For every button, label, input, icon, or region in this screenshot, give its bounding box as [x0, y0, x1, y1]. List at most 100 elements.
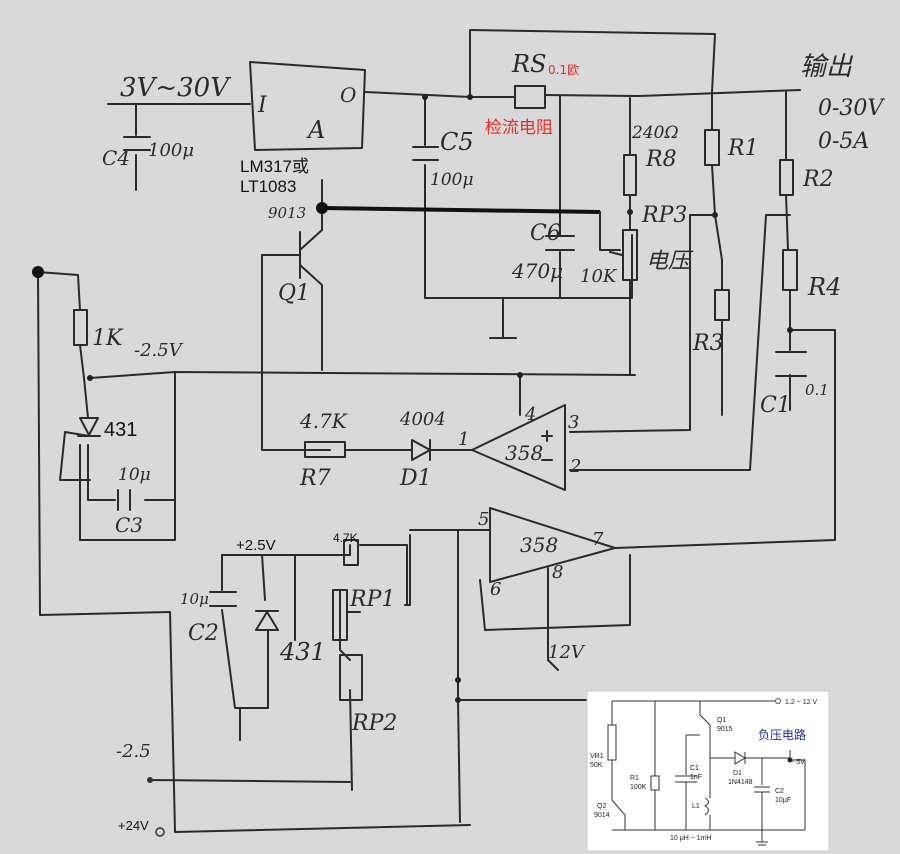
- label-output-current: 0-5A: [818, 129, 869, 154]
- label-c1-value: 0.1: [805, 381, 829, 399]
- wires: [37, 29, 836, 833]
- label-rs-value: 0.1欧: [548, 63, 579, 77]
- label-reg-adj: A: [306, 116, 325, 144]
- inset-l1: L1: [692, 803, 700, 810]
- label-q1: Q1: [278, 281, 310, 306]
- label-r7: R7: [299, 466, 331, 491]
- r1-resistor: [704, 129, 720, 166]
- label-reg-name-1: LM317或: [240, 157, 309, 176]
- c3-capacitor: [117, 489, 131, 511]
- inset-negative-voltage-circuit: 1.2 ~ 12 V - 5V 负压电路 Q1 9015 VR1 50K R1 …: [586, 690, 830, 852]
- rp3-potentiometer: [609, 229, 638, 281]
- inset-input: 1.2 ~ 12 V: [785, 699, 817, 706]
- inset-d1: D1: [733, 770, 742, 777]
- r-1k-resistor: [73, 309, 88, 346]
- label-r8: R8: [645, 147, 677, 172]
- label-rp3: RP3: [641, 203, 687, 228]
- c5-capacitor: [412, 146, 439, 161]
- label-supply-12v: 12V: [548, 642, 586, 663]
- label-neg-rail-top: -2.5V: [134, 340, 184, 361]
- label-r-47k-bottom: 4.7K: [333, 531, 358, 545]
- label-rp1: RP1: [349, 587, 395, 612]
- label-r4: R4: [807, 273, 841, 301]
- rs-resistor: [514, 85, 546, 109]
- label-output: 输出: [800, 52, 854, 82]
- label-r3: R3: [692, 331, 724, 356]
- r7-resistor: [304, 441, 346, 458]
- junction-dots: [32, 94, 793, 837]
- d1-diode: [411, 439, 431, 461]
- label-c2-value: 10μ: [180, 590, 209, 608]
- label-opamp-bottom: 358: [520, 533, 558, 557]
- label-supply-24v: +24V: [118, 818, 149, 833]
- label-d1: D1: [399, 466, 432, 491]
- r2-resistor: [779, 159, 794, 196]
- label-pin1: 1: [458, 429, 469, 450]
- label-reg-name-2: LT1083: [240, 177, 296, 196]
- label-reg-in: I: [257, 93, 268, 118]
- label-pin5: 5: [478, 509, 489, 530]
- inset-r1: R1: [630, 775, 639, 782]
- label-c6: C6: [530, 221, 561, 246]
- inset-d1-type: 1N4148: [728, 779, 753, 786]
- inset-vr1-value: 50K: [590, 762, 603, 769]
- label-neg-rail-bottom: -2.5: [116, 741, 151, 762]
- label-u431-top: 431: [104, 419, 137, 441]
- label-c4-value: 100μ: [148, 140, 194, 161]
- label-c3: C3: [115, 513, 143, 537]
- inset-l1-value: 10 μH ~ 1mH: [670, 835, 712, 842]
- inset-title: 负压电路: [758, 727, 806, 742]
- inset-vr1: VR1: [590, 753, 604, 760]
- rp1-potentiometer: [332, 589, 361, 641]
- label-r-1k: 1K: [92, 326, 124, 351]
- inset-output: - 5V: [792, 759, 805, 766]
- regulator-box: [249, 61, 366, 151]
- label-c4: C4: [102, 146, 130, 170]
- inset-q2-type: 9014: [594, 812, 610, 819]
- label-pos-ref: +2.5V: [236, 537, 276, 554]
- label-pin3: 3: [568, 412, 579, 433]
- label-reg-out: O: [340, 83, 356, 107]
- inset-q1: Q1: [717, 717, 726, 724]
- label-pin7: 7: [592, 529, 604, 550]
- inset-c2: C2: [775, 788, 784, 795]
- label-c2: C2: [188, 621, 219, 646]
- opamp-upper: [471, 404, 566, 491]
- tl431-top: [59, 417, 101, 481]
- label-output-voltage: 0-30V: [818, 96, 885, 121]
- label-pin2: 2: [569, 456, 581, 477]
- c4-capacitor: [123, 136, 151, 151]
- r3-resistor: [714, 289, 730, 321]
- rp2-potentiometer: [339, 654, 363, 701]
- inset-c2-value: 10μF: [775, 797, 791, 804]
- label-c6-value: 470μ: [511, 259, 563, 283]
- label-rp2: RP2: [351, 711, 397, 736]
- label-c1: C1: [760, 393, 791, 418]
- c2-capacitor: [209, 591, 237, 607]
- r4-resistor: [782, 249, 798, 291]
- label-r7-value: 4.7K: [299, 409, 348, 433]
- r-47k-bottom: [343, 539, 359, 566]
- r8-resistor: [623, 154, 637, 196]
- label-rp3-desc: 电压: [646, 249, 694, 274]
- tl431-bottom: [255, 610, 279, 631]
- label-d1-type: 4004: [399, 409, 446, 430]
- label-r2: R2: [802, 167, 834, 192]
- label-q1-type: 9013: [268, 204, 306, 222]
- label-rs-desc: 检流电阻: [485, 118, 553, 138]
- label-pin6: 6: [490, 579, 501, 600]
- label-rs: RS: [511, 50, 547, 78]
- label-rp3-value: 10K: [580, 266, 618, 287]
- label-c5: C5: [440, 128, 474, 156]
- inset-q1-type: 9015: [717, 726, 733, 733]
- inset-c1: C1: [690, 765, 699, 772]
- label-pin8: 8: [552, 562, 563, 583]
- label-c5-value: 100μ: [430, 170, 474, 190]
- label-u431-bottom: 431: [279, 638, 326, 666]
- inset-q2: Q2: [597, 803, 606, 810]
- label-opamp-top: 358: [505, 441, 543, 465]
- label-c3-value: 10μ: [118, 465, 151, 485]
- c6-capacitor: [545, 235, 575, 251]
- labels: 3V~30V C4 100μ I O A LM317或 LT1083 C5 10…: [92, 50, 885, 833]
